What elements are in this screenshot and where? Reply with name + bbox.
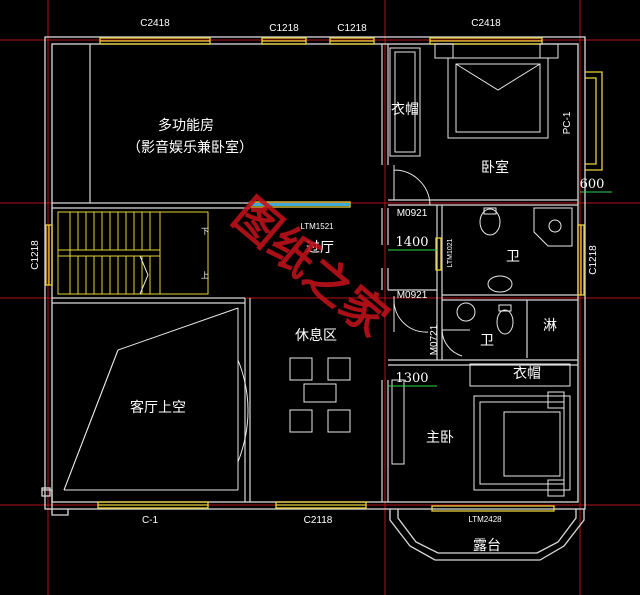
label-top-mid1: C1218 — [269, 23, 299, 34]
lounge-furniture — [289, 357, 351, 433]
label-m0921-b: M0921 — [397, 290, 428, 301]
window-top-left — [99, 37, 211, 45]
label-top-mid2: C1218 — [337, 23, 367, 34]
label-pc: PC-1 — [562, 111, 573, 134]
doors — [393, 165, 470, 357]
master-furniture — [391, 363, 571, 497]
dim-labels: 600 1400 1300 — [395, 177, 604, 386]
room-multi-sub: （影音娱乐兼卧室） — [127, 139, 253, 156]
window-right — [577, 224, 585, 296]
stair-down: 下 — [201, 227, 209, 236]
room-bedroom: 卧室 — [481, 159, 509, 176]
room-master: 主卧 — [426, 430, 454, 446]
bedroom-furniture — [389, 43, 559, 157]
dimension-lines — [388, 191, 612, 387]
window-bottom-mid — [275, 501, 367, 509]
living-void-lines — [63, 307, 249, 491]
room-bath1: 卫 — [506, 249, 520, 265]
label-top-left: C2418 — [140, 18, 170, 29]
window-pc — [585, 71, 603, 171]
window-ltm1021 — [435, 237, 442, 271]
label-ltm1521: LTM1521 — [300, 222, 334, 231]
label-m0921-a: M0921 — [397, 208, 428, 219]
label-top-right: C2418 — [471, 18, 501, 29]
label-m0721: M0721 — [429, 324, 440, 355]
interior-walls — [52, 44, 578, 502]
dim-1300: 1300 — [395, 371, 428, 386]
label-bottom-mid: C2118 — [304, 515, 333, 526]
stair-up: 上 — [201, 271, 209, 280]
room-lounge: 休息区 — [295, 327, 337, 344]
window-top-right — [429, 37, 543, 45]
label-bottom-left: C-1 — [142, 515, 159, 526]
door-labels: M0921 M0921 M0721 — [397, 208, 440, 355]
room-bath2: 卫 — [480, 333, 494, 349]
bath-fixtures — [456, 207, 573, 335]
window-left — [45, 224, 53, 286]
window-ltm2428 — [431, 505, 555, 512]
dim-1400: 1400 — [395, 235, 428, 250]
room-living-void: 客厅上空 — [130, 399, 186, 416]
room-shower: 淋 — [543, 318, 557, 334]
label-left: C1218 — [30, 240, 41, 270]
room-multi: 多功能房 — [158, 117, 214, 134]
room-corridor: 过厅 — [306, 240, 334, 256]
staircase — [57, 211, 209, 295]
watermark: 图纸之家 — [223, 187, 399, 347]
window-top-mid1 — [261, 37, 307, 45]
room-terrace: 露台 — [473, 538, 501, 554]
window-ltm1521-tint — [250, 203, 350, 206]
window-bottom-left — [97, 501, 209, 509]
label-right: C1218 — [588, 245, 599, 275]
window-top-mid2 — [329, 37, 375, 45]
label-ltm2428: LTM2428 — [468, 515, 502, 524]
label-ltm1021: LTM1021 — [447, 238, 454, 267]
dim-600: 600 — [580, 177, 605, 192]
room-labels: 多功能房 （影音娱乐兼卧室） 卧室 衣帽 衣帽 过厅 休息区 客厅上空 主卧 卫… — [127, 102, 557, 554]
room-wardrobe2: 衣帽 — [513, 366, 541, 382]
stair-labels: 下 上 — [201, 227, 209, 280]
window-labels: C2418 C1218 C1218 C2418 C1218 C1218 C-1 … — [30, 18, 599, 526]
room-wardrobe1: 衣帽 — [391, 102, 419, 118]
